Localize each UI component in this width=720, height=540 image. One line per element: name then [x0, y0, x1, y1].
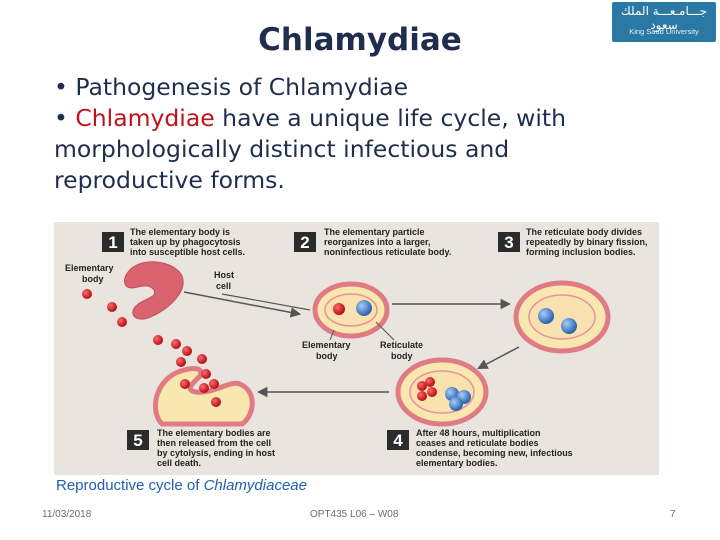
step-5-text-line: by cytolysis, ending in host	[157, 448, 275, 458]
step-4-text-line: elementary bodies.	[416, 458, 498, 468]
footer-date: 11/03/2018	[42, 509, 92, 520]
footer-page-number: 7	[670, 509, 676, 520]
bullet-2: • Chlamydiae have a unique life cycle, w…	[54, 103, 654, 134]
arrow-step1-to-step2	[183, 291, 302, 318]
step-1-badge: 1	[102, 232, 124, 252]
label-elementary-body: Elementary	[65, 263, 114, 273]
step-4-text-line: condense, becoming new, infectious	[416, 448, 573, 458]
host-cell-phagocyte	[124, 261, 184, 320]
life-cycle-diagram: 1 2 3 4 5 The elementary body is taken u…	[65, 227, 648, 468]
step-3-text-line: forming inclusion bodies.	[526, 247, 636, 257]
label-reticulate-body: body	[391, 351, 413, 361]
step-2-text-line: noninfectious reticulate body.	[324, 247, 451, 257]
pointer-reticulate	[375, 321, 395, 341]
step-5-badge: 5	[127, 430, 149, 450]
elementary-bodies-free	[82, 289, 127, 327]
step-number: 3	[504, 233, 513, 252]
caption-prefix: Reproductive cycle of	[56, 477, 204, 494]
step-number: 2	[300, 233, 309, 252]
logo-arabic-text: جـــامـعـــة الملك سعود	[620, 4, 708, 32]
step-4-text-line: ceases and reticulate bodies	[416, 438, 539, 448]
label-host-cell: Host	[214, 270, 234, 280]
bullet-list: • Pathogenesis of Chlamydiae • Chlamydia…	[54, 72, 654, 196]
step-3-text-line: repeatedly by binary fission,	[526, 237, 648, 247]
university-logo: جـــامـعـــة الملك سعود King Saud Univer…	[612, 2, 716, 42]
bullet-mark: •	[54, 104, 68, 132]
label-elementary-body: Elementary	[302, 340, 351, 350]
bullet-1-text: Pathogenesis of Chlamydiae	[75, 73, 409, 101]
arrow-step3-to-step4	[477, 346, 520, 369]
infected-cell-step2	[312, 281, 390, 339]
step-1-text-line: taken up by phagocytosis	[130, 237, 241, 247]
bullet-2-line-3: reproductive forms.	[54, 166, 285, 194]
label-elementary-body: body	[82, 274, 104, 284]
bullet-1: • Pathogenesis of Chlamydiae	[54, 72, 654, 103]
step-3-text-line: The reticulate body divides	[526, 227, 642, 237]
step-number: 5	[133, 431, 142, 450]
step-1-text-line: into susceptible host cells.	[130, 247, 245, 257]
step-1-text-line: The elementary body is	[130, 227, 230, 237]
infected-cell-step3	[513, 280, 611, 354]
figure-caption: Reproductive cycle of Chlamydiaceae	[56, 477, 307, 494]
infected-cell-step4	[395, 357, 489, 427]
step-5-text-line: The elementary bodies are	[157, 428, 271, 438]
step-3-badge: 3	[498, 232, 520, 252]
step-number: 1	[108, 233, 117, 252]
step-number: 4	[393, 431, 403, 450]
bullet-mark: •	[54, 73, 68, 101]
step-2-text-line: reorganizes into a larger,	[324, 237, 431, 247]
step-5-text-line: cell death.	[157, 458, 201, 468]
pointer-elementary	[329, 329, 335, 341]
step-2-text-line: The elementary particle	[324, 227, 425, 237]
label-elementary-body: body	[316, 351, 338, 361]
label-reticulate-body: Reticulate	[380, 340, 423, 350]
step-5-text-line: then released from the cell	[157, 438, 271, 448]
lysing-cell-step5	[152, 335, 255, 427]
step-4-text-line: After 48 hours, multiplication	[416, 428, 541, 438]
caption-italic: Chlamydiaceae	[203, 477, 307, 494]
step-2-badge: 2	[294, 232, 316, 252]
bullet-2-line-2: morphologically distinct infectious and	[54, 135, 510, 163]
bullet-2-highlight: Chlamydiae	[75, 104, 215, 132]
logo-english-text: King Saud University	[629, 27, 699, 36]
label-host-cell: cell	[216, 281, 231, 291]
slide-title: Chlamydiae	[258, 22, 462, 58]
step-4-badge: 4	[387, 430, 409, 450]
bullet-2-text: have a unique life cycle, with	[214, 104, 567, 132]
life-cycle-figure: 1 2 3 4 5 The elementary body is taken u…	[54, 222, 659, 475]
footer-course: OPT435 L06 – W08	[310, 509, 399, 520]
